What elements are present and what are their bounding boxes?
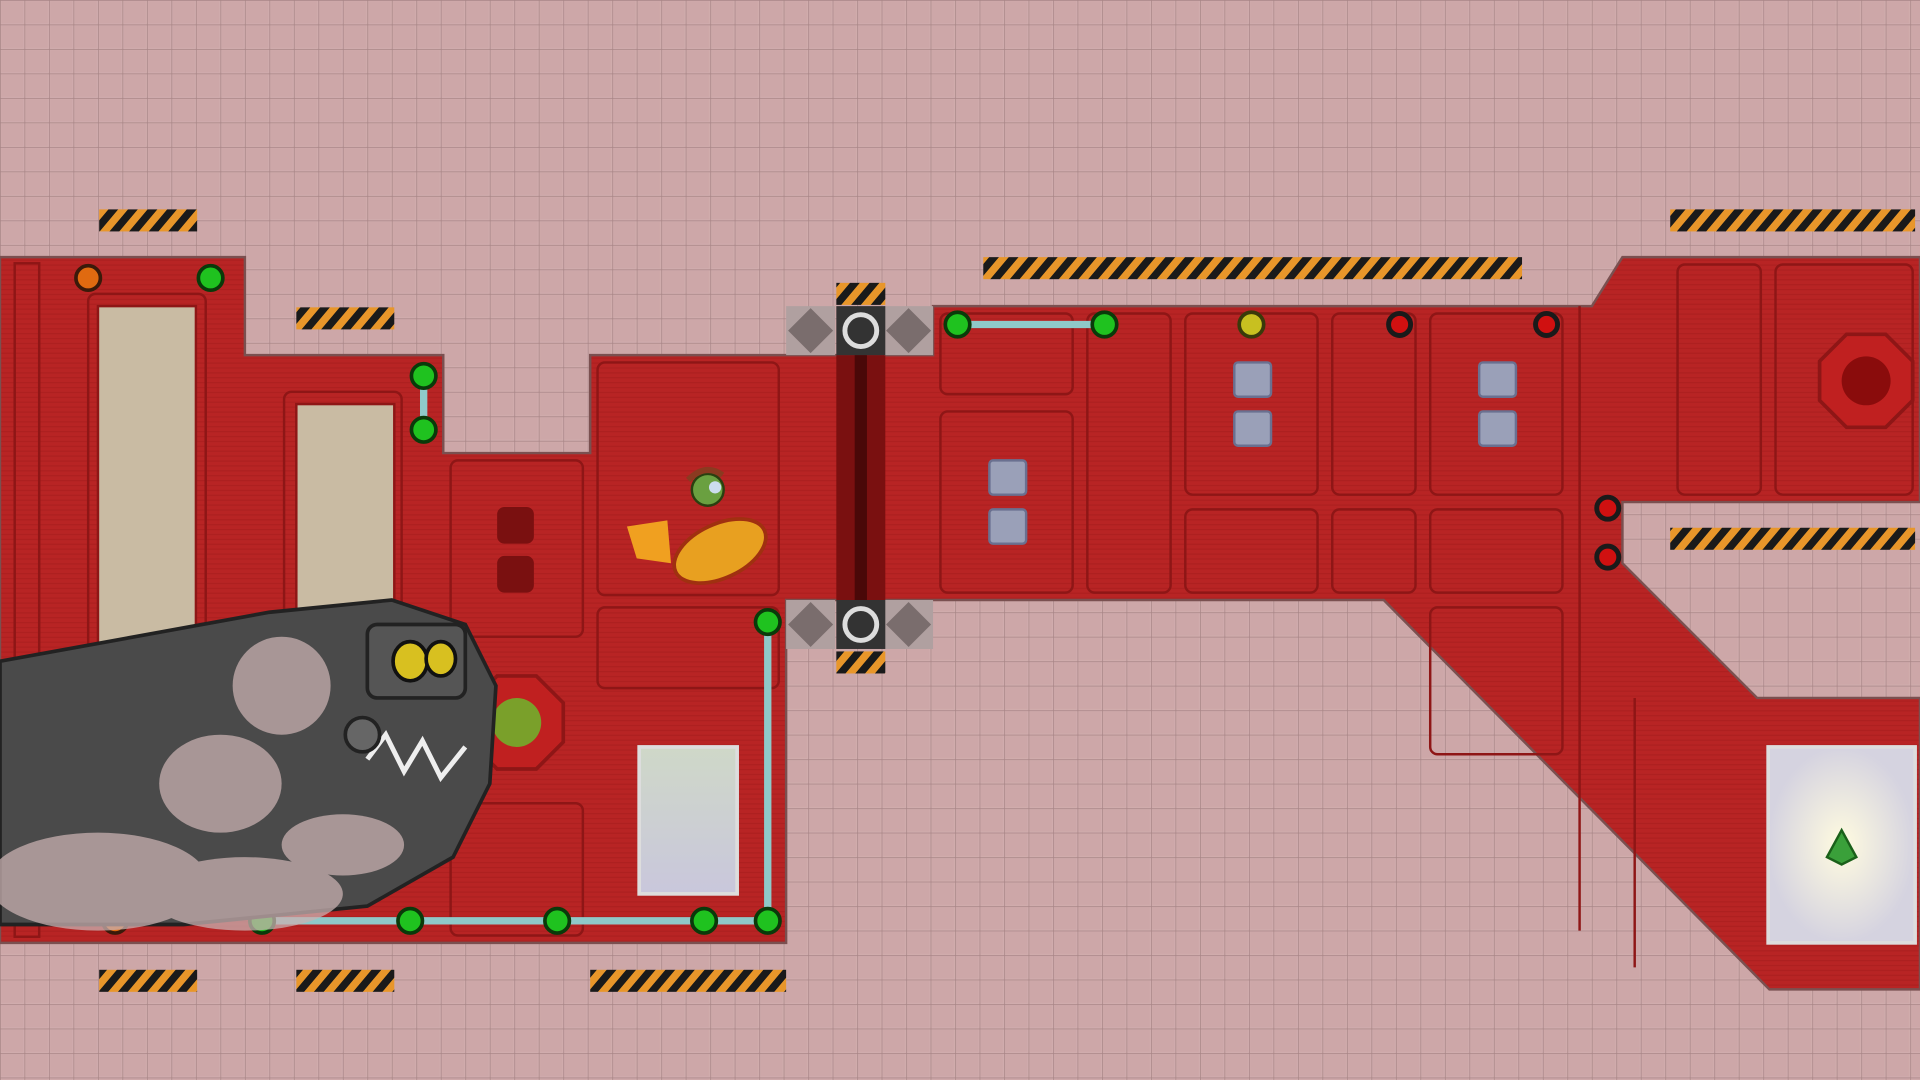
glass-blocks	[988, 361, 1518, 545]
nodes-red	[1386, 311, 1622, 571]
vents	[497, 506, 534, 593]
green-crystal-goal[interactable]	[1825, 827, 1859, 866]
door-blocks	[786, 306, 934, 649]
player-turtle-rocket[interactable]	[626, 466, 776, 596]
hazard-stripes	[99, 209, 1916, 992]
mechanical-worm-enemy	[0, 598, 498, 931]
node-yellow	[1237, 310, 1266, 339]
nodes-green	[196, 263, 1119, 935]
wall-panels	[13, 262, 1914, 968]
window-beige-1	[96, 304, 198, 651]
window-sky	[637, 745, 739, 896]
